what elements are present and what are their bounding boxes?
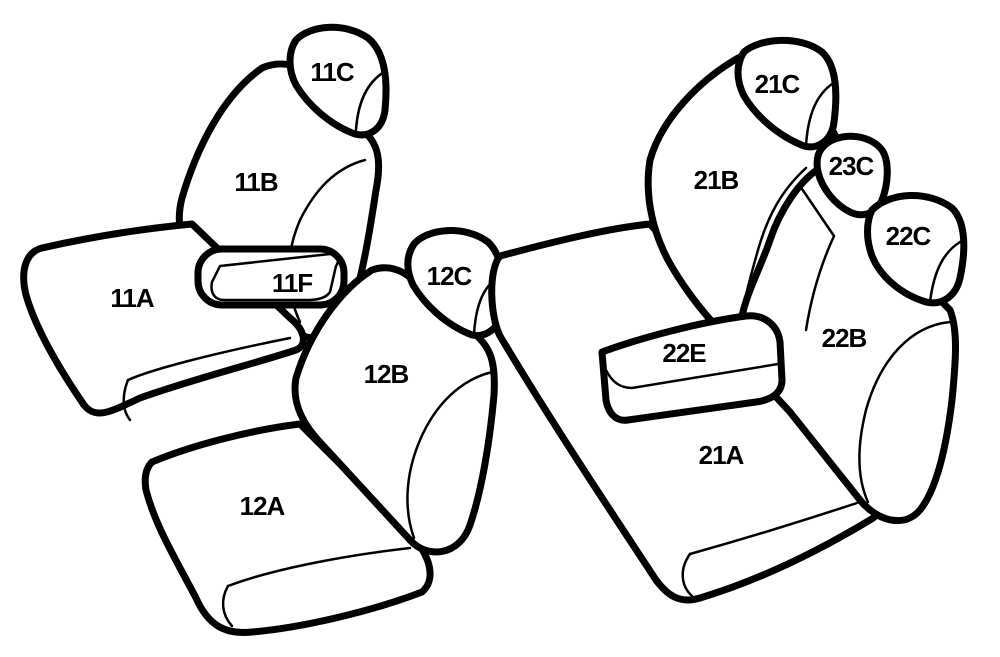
part-12A-cushion (141, 420, 434, 637)
labels: 11A 11B 11C 11F 12A 12B 12C 21A 21B 21C … (110, 57, 932, 521)
label-21B: 21B (694, 165, 739, 195)
seat-21-22-group (488, 36, 968, 604)
part-22C-headrest (864, 192, 968, 307)
part-11C-headrest (286, 23, 390, 139)
label-22B: 22B (822, 323, 867, 353)
label-12A: 12A (240, 491, 286, 521)
label-12C: 12C (427, 261, 473, 291)
seam-21B-divider (738, 166, 808, 327)
label-11A: 11A (110, 283, 154, 313)
label-21A: 21A (699, 440, 745, 470)
seam-22C (928, 240, 962, 304)
label-21C: 21C (755, 69, 801, 99)
label-22E: 22E (662, 338, 706, 368)
label-11F: 11F (272, 268, 312, 298)
seat-11-group (20, 23, 390, 422)
label-22C: 22C (886, 221, 932, 251)
seat-12-group (141, 227, 507, 637)
part-11F-armrest (194, 245, 348, 309)
seam-11A (126, 336, 292, 382)
seam-21B-band (798, 184, 836, 332)
seam-21A (688, 496, 874, 556)
part-22E-armrest (598, 312, 786, 424)
seam-21C (804, 82, 834, 148)
label-11B: 11B (234, 167, 277, 197)
label-23C: 23C (829, 151, 875, 181)
seam-11F (210, 252, 340, 302)
seam-11A-front (122, 378, 132, 422)
seam-11C (354, 70, 386, 132)
part-21C-headrest (734, 36, 840, 151)
seam-21A-front (681, 552, 694, 598)
label-11C: 11C (310, 57, 354, 87)
seam-22B (858, 320, 952, 504)
seam-12A-front (221, 584, 234, 628)
label-12B: 12B (364, 359, 409, 389)
seam-22E (604, 362, 780, 390)
seam-12A (226, 546, 412, 588)
seam-12B (406, 370, 494, 540)
